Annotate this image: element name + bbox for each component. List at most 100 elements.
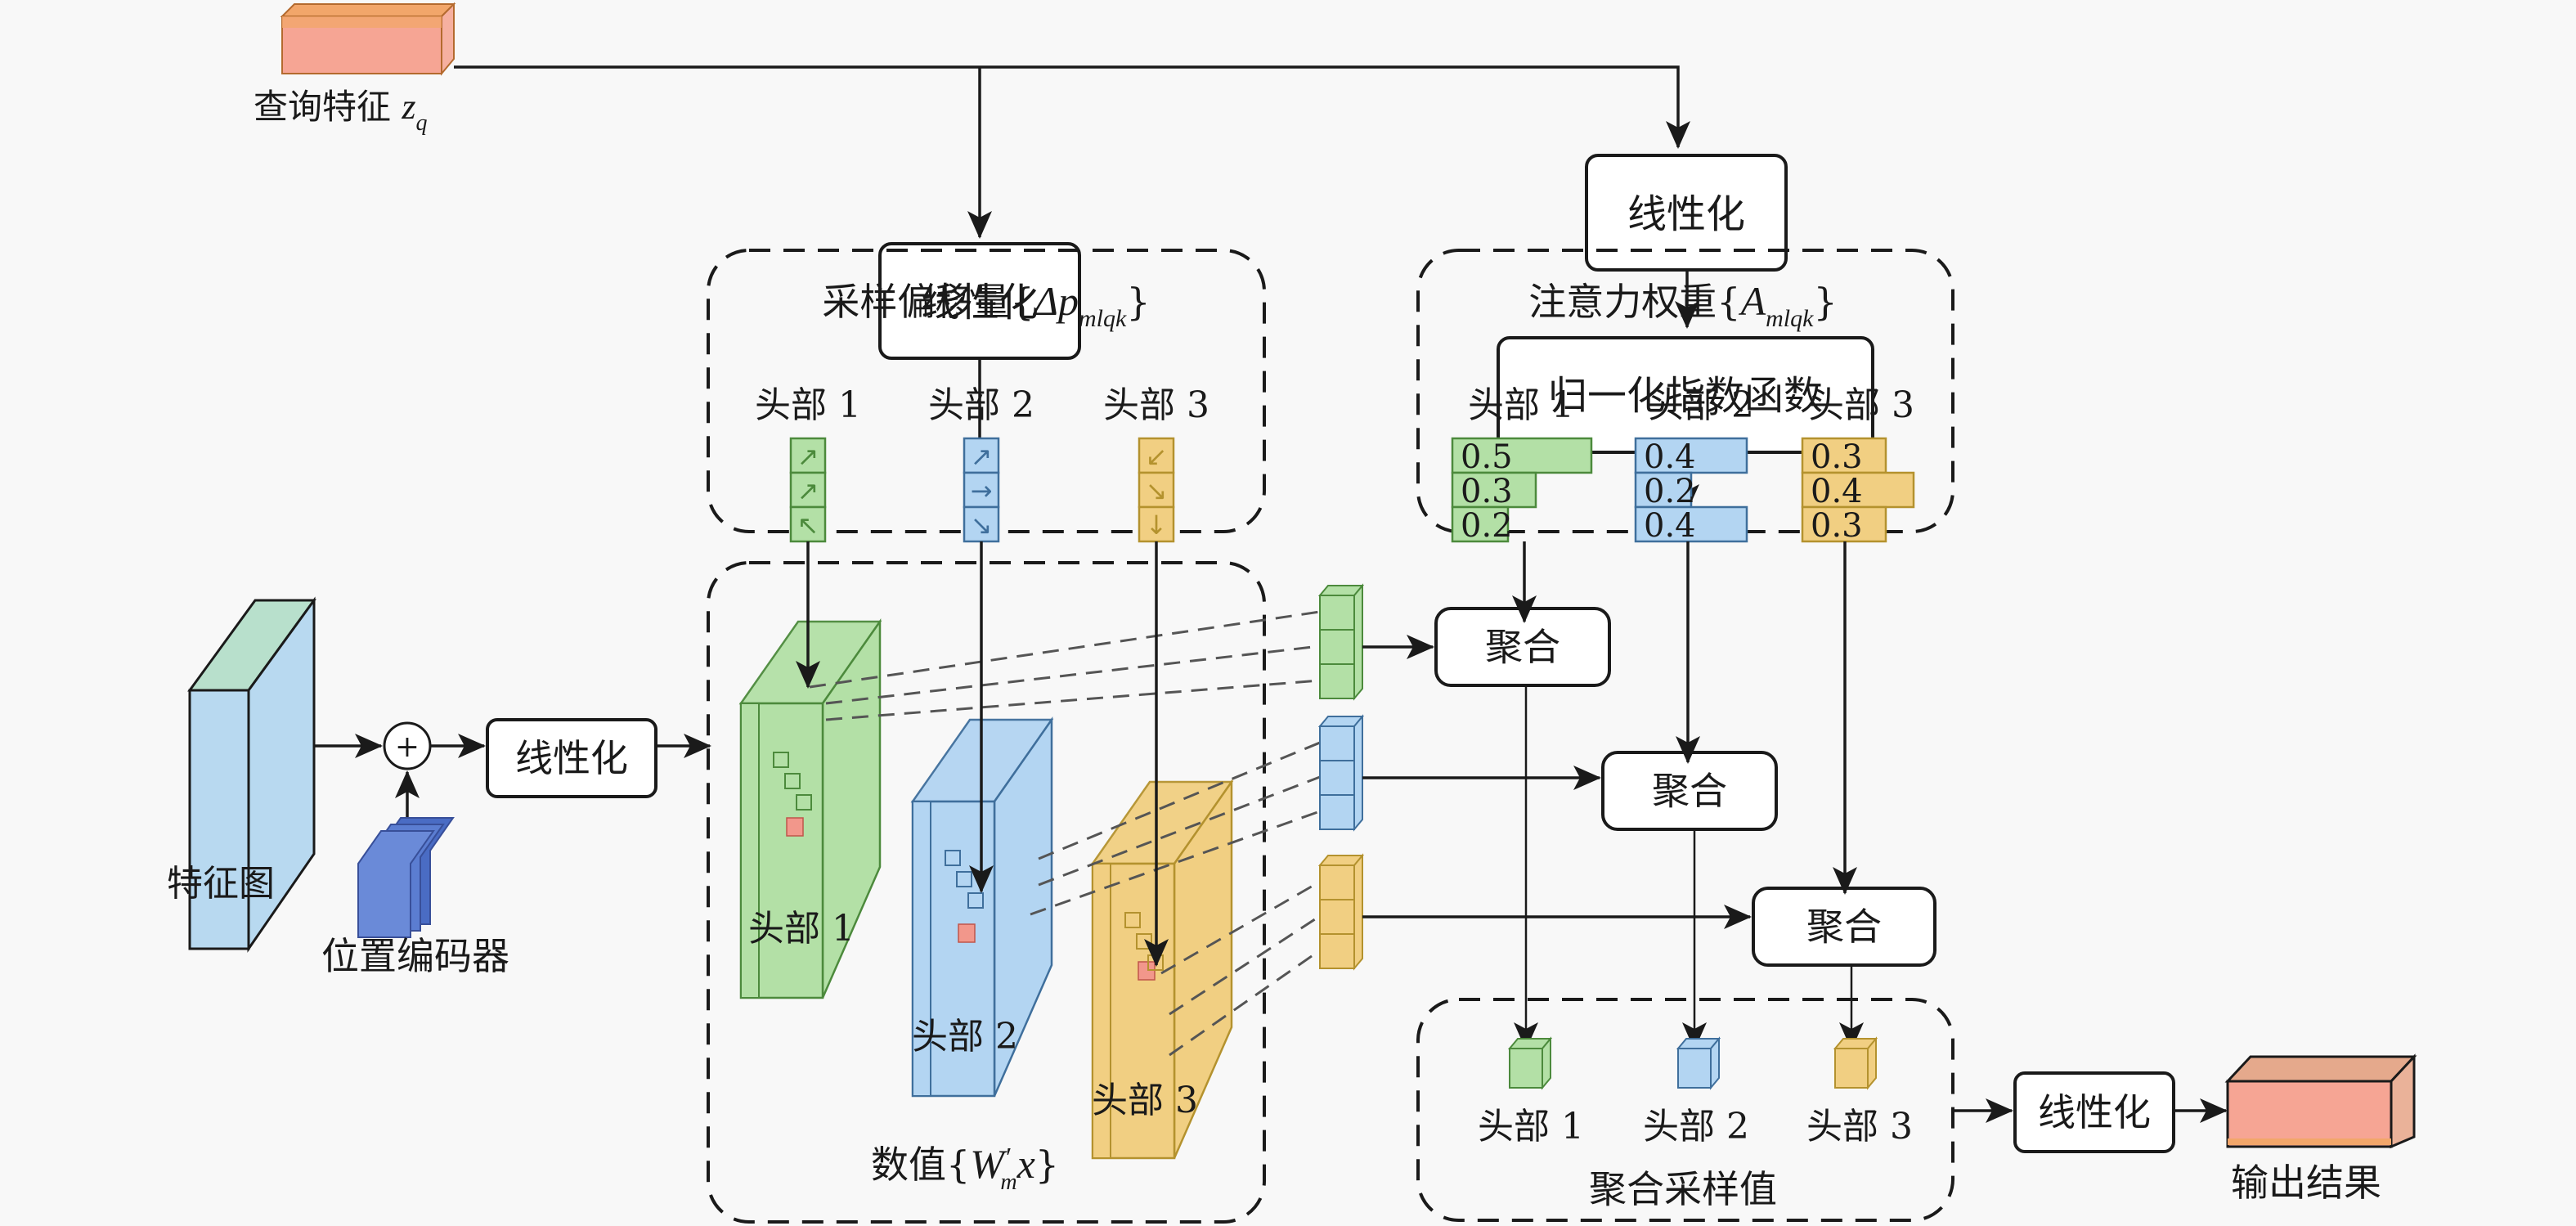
aggregated-head-label: 头部 1 bbox=[1478, 1106, 1584, 1147]
offset-head-3: 头部 3 ↙↘ ↓ bbox=[1103, 384, 1209, 543]
sampled-values-head-2 bbox=[1030, 714, 1601, 916]
weight-value: 0.2 bbox=[1644, 473, 1696, 510]
aggregated-head-label: 头部 2 bbox=[1643, 1106, 1749, 1147]
aggregated-head-label: 头部 3 bbox=[1806, 1106, 1913, 1147]
weight-value: 0.3 bbox=[1461, 473, 1513, 510]
aggregated-values-box: 头部 1 头部 2 头部 3 聚合采样值 bbox=[1416, 998, 1954, 1222]
query-feature-block bbox=[280, 2, 456, 76]
sampled-values-head-3 bbox=[1160, 853, 1752, 1057]
value-head-label: 头部 1 bbox=[748, 908, 855, 950]
values-box: 头部 1头部 2头部 3 数值{W′mx} bbox=[707, 561, 1266, 1224]
offset-cell: ↘ bbox=[1138, 471, 1175, 509]
offset-head-2: 头部 2 ↗→ ↘ bbox=[928, 384, 1034, 543]
sampling-projection-line bbox=[1169, 949, 1321, 1057]
softmax-label: 归一化指数函数 bbox=[1548, 373, 1823, 419]
aggregate-box-2: 聚合 bbox=[1601, 751, 1778, 831]
weight-bar: 0.3 bbox=[1801, 437, 1887, 476]
aggregate-label: 聚合 bbox=[1652, 769, 1727, 813]
sampling-projection-line bbox=[825, 679, 1321, 721]
weight-value: 0.5 bbox=[1461, 438, 1513, 476]
aggregate-box-1: 聚合 bbox=[1434, 607, 1611, 687]
offset-cell: ↗ bbox=[789, 471, 827, 509]
offset-cell: ↓ bbox=[1138, 505, 1175, 543]
value-linear-label: 线性化 bbox=[515, 736, 628, 780]
weight-value: 0.3 bbox=[1811, 507, 1863, 545]
weight-linear-box: 线性化 bbox=[1585, 154, 1788, 272]
offset-arrow-icon: ↘ bbox=[1146, 475, 1168, 506]
weight-value: 0.4 bbox=[1644, 438, 1696, 476]
offset-cell: → bbox=[963, 471, 1000, 509]
offset-head-label: 头部 3 bbox=[1103, 384, 1209, 426]
aggregate-box-3: 聚合 bbox=[1752, 887, 1936, 967]
offset-head-label: 头部 2 bbox=[928, 384, 1034, 426]
sampled-value-cell bbox=[1319, 899, 1355, 935]
value-map-head-2 bbox=[910, 716, 1054, 1098]
weight-value: 0.3 bbox=[1811, 438, 1863, 476]
positional-encoder-label: 位置编码器 bbox=[321, 934, 509, 978]
aggregate-label: 聚合 bbox=[1806, 905, 1882, 949]
values-title: 数值{W′mx} bbox=[871, 1141, 1059, 1195]
aggregate-label: 聚合 bbox=[1485, 625, 1560, 669]
weight-bar: 0.4 bbox=[1801, 471, 1915, 510]
output-linear-box: 线性化 bbox=[2013, 1071, 2175, 1153]
weight-head-3: 头部 30.30.40.3 bbox=[1801, 384, 1915, 545]
weight-bar: 0.3 bbox=[1801, 505, 1887, 545]
weight-value: 0.4 bbox=[1644, 507, 1696, 545]
output-label: 输出结果 bbox=[2231, 1161, 2381, 1205]
offset-linear-box: 线性化 bbox=[878, 242, 1081, 360]
sampled-value-cell bbox=[1319, 933, 1355, 969]
sampled-value-cell bbox=[1319, 725, 1355, 761]
sampling-projection-line bbox=[1038, 775, 1321, 887]
sampling-points bbox=[773, 752, 812, 811]
aggregated-cube-head-1 bbox=[1507, 1036, 1553, 1090]
weight-bar: 0.3 bbox=[1451, 471, 1537, 510]
offset-cell: ↙ bbox=[1138, 437, 1175, 474]
attention-weights-title: 注意力权重{Amlqk} bbox=[1528, 278, 1837, 332]
value-head-label: 头部 2 bbox=[912, 1016, 1018, 1058]
query-routing-lines bbox=[454, 65, 1690, 239]
offset-cell: ↖ bbox=[789, 505, 827, 543]
sampled-value-cell bbox=[1319, 629, 1355, 665]
output-block bbox=[2224, 1053, 2417, 1149]
offset-arrow-icon: → bbox=[971, 475, 993, 506]
offset-arrow-icon: ↗ bbox=[797, 475, 819, 506]
feature-map-label: 特征图 bbox=[167, 863, 275, 905]
output-linear-label: 线性化 bbox=[2038, 1090, 2151, 1134]
offset-cell: ↗ bbox=[963, 437, 1000, 474]
aggregated-cube-head-3 bbox=[1833, 1036, 1878, 1090]
add-node: + bbox=[383, 721, 432, 770]
weight-head-1: 头部 1 0.50.30.2 bbox=[1451, 384, 1593, 545]
sampling-projection-line bbox=[1169, 914, 1321, 1016]
weight-head-label: 头部 2 bbox=[1648, 384, 1754, 426]
value-map-head-3 bbox=[1090, 779, 1234, 1160]
offset-arrow-icon: ↗ bbox=[971, 441, 993, 472]
weight-bar: 0.2 bbox=[1451, 505, 1513, 545]
feature-map: 特征图 bbox=[167, 596, 316, 953]
offset-cell: ↘ bbox=[963, 505, 1000, 543]
query-feature: 查询特征 zq bbox=[254, 2, 456, 136]
sampling-projection-line bbox=[825, 644, 1321, 705]
aggregated-values-title: 聚合采样值 bbox=[1589, 1167, 1777, 1211]
weight-linear-label: 线性化 bbox=[1627, 191, 1745, 237]
sampled-value-cell bbox=[1319, 663, 1355, 699]
sampled-value-cell bbox=[1319, 595, 1355, 631]
sampled-value-cell bbox=[1319, 864, 1355, 900]
weight-value: 0.2 bbox=[1461, 507, 1513, 545]
feature-map-block bbox=[187, 596, 316, 953]
plus-icon: + bbox=[395, 730, 420, 764]
offset-arrow-icon: ↓ bbox=[1146, 510, 1168, 541]
weight-bar: 0.5 bbox=[1451, 437, 1593, 476]
aggregated-cube-head-2 bbox=[1676, 1036, 1721, 1090]
sampling-projection-line bbox=[1160, 880, 1321, 975]
weight-head-label: 头部 1 bbox=[1468, 384, 1574, 426]
offset-arrow-icon: ↘ bbox=[971, 510, 993, 541]
weight-bar: 0.4 bbox=[1634, 437, 1748, 476]
offset-cell: ↗ bbox=[789, 437, 827, 474]
sampled-value-cell bbox=[1319, 794, 1355, 830]
offset-arrow-icon: ↖ bbox=[797, 510, 819, 541]
sampling-points bbox=[945, 850, 984, 909]
attention-weights-box: 注意力权重{Amlqk} 头部 10.50.30.2头部 20.40.20.4头… bbox=[1416, 249, 1954, 545]
weight-bar: 0.2 bbox=[1634, 471, 1696, 510]
sampling-offsets-title: 采样偏移量{Δpmlqk} bbox=[822, 278, 1150, 332]
